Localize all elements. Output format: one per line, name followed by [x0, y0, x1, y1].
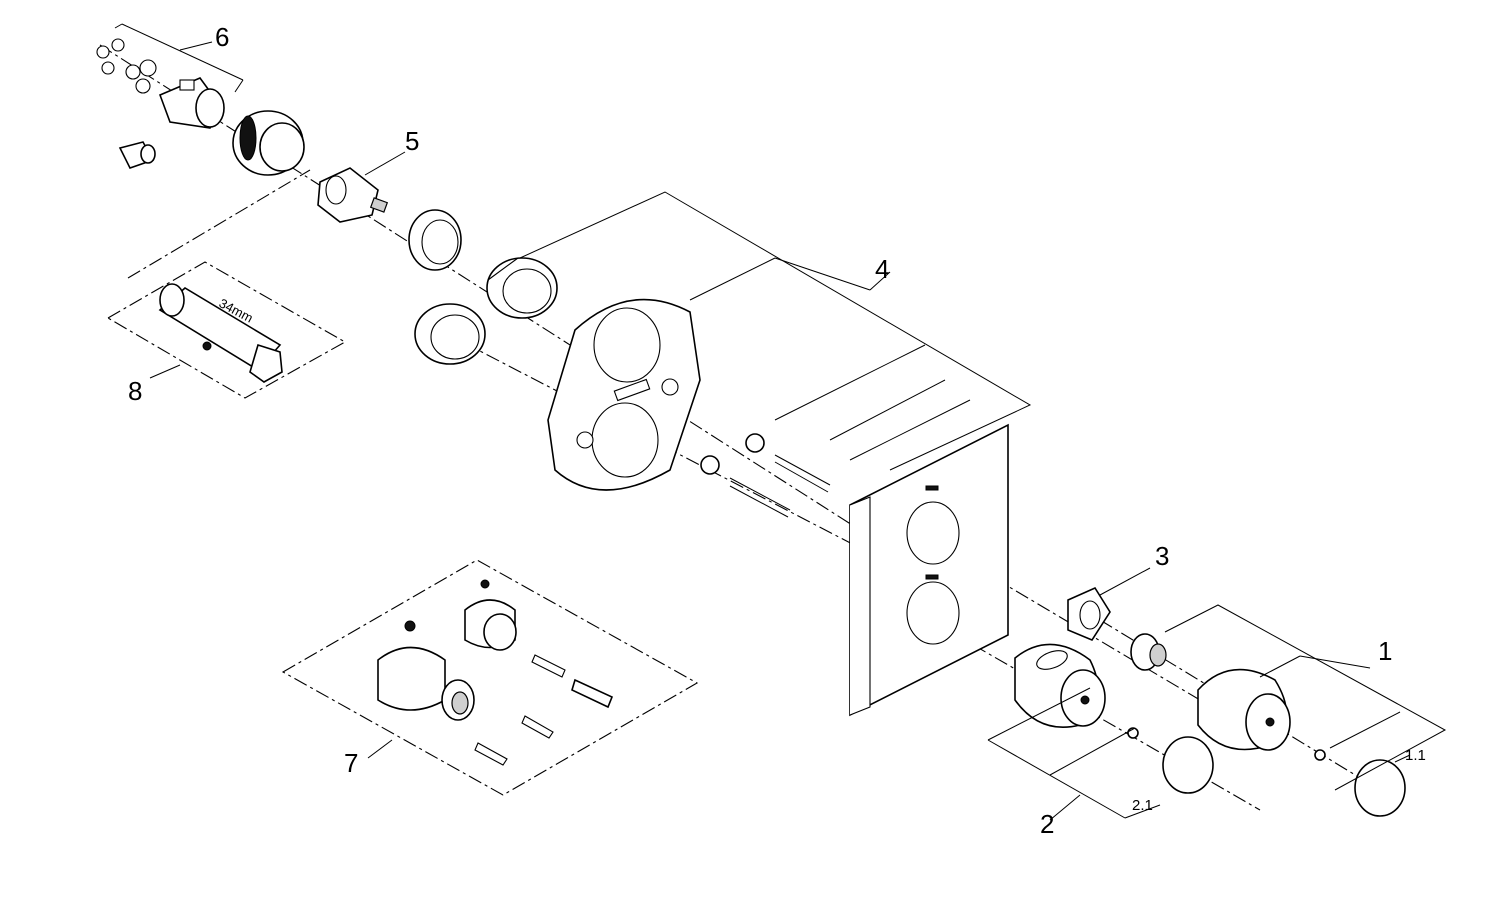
- callout-3: 3: [1155, 541, 1169, 571]
- part-group-4: [414, 191, 1032, 717]
- part-group-2: [987, 643, 1214, 821]
- part-group-1: [1164, 604, 1447, 817]
- callout-2-1: 2.1: [1132, 797, 1153, 814]
- callout-7: 7: [344, 748, 358, 778]
- part-group-7: [281, 559, 699, 796]
- callout-2: 2: [1040, 809, 1054, 839]
- callout-1-1: 1.1: [1405, 747, 1426, 764]
- callout-5: 5: [405, 126, 419, 156]
- callout-6: 6: [215, 22, 229, 52]
- part-group-8: [106, 261, 347, 399]
- callout-1: 1: [1378, 636, 1392, 666]
- part-group-3: [1067, 567, 1167, 671]
- callout-8: 8: [128, 376, 142, 406]
- callout-4: 4: [875, 254, 889, 284]
- part-group-6: [96, 23, 305, 176]
- part-group-5: [317, 151, 462, 271]
